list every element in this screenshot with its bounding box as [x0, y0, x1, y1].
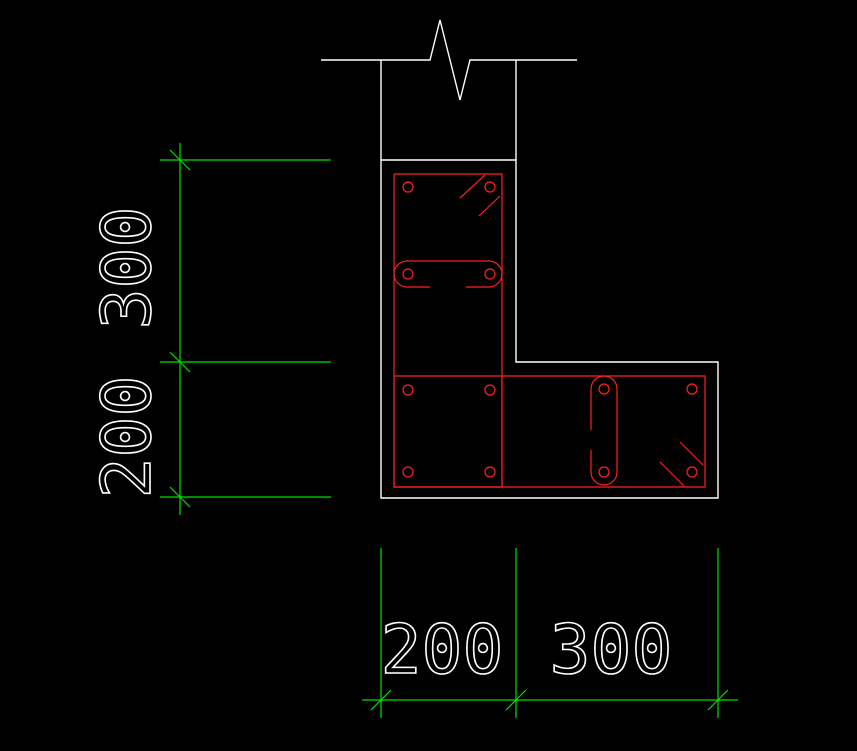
- stirrup-hook-top-2: [478, 195, 501, 217]
- stirrup-hook-bottom-2: [679, 441, 704, 466]
- dim-label-vertical-top: 300: [88, 207, 167, 330]
- rebar-dot: [484, 466, 496, 478]
- rebar-dot: [484, 268, 496, 280]
- rebar-dot: [402, 384, 414, 396]
- dimension-lines: [160, 143, 738, 718]
- column-outline: [380, 159, 719, 499]
- rebar-dot: [686, 466, 698, 478]
- rebar-dot: [402, 181, 414, 193]
- rebar-dot: [598, 466, 610, 478]
- vertical-tie: [590, 375, 618, 486]
- rebar-group: [393, 173, 706, 488]
- rebar-dot: [484, 384, 496, 396]
- dim-label-horizontal-right: 300: [550, 611, 673, 690]
- concrete-outline: [321, 19, 719, 499]
- dim-label-horizontal-left: 200: [381, 611, 504, 690]
- dim-label-vertical-bottom: 200: [88, 376, 167, 499]
- rebar-dot: [402, 466, 414, 478]
- dimension-labels: 300 200 200 300: [87, 206, 673, 691]
- tick-mark: [169, 486, 191, 508]
- tick-mark: [505, 689, 527, 711]
- horizontal-tie: [393, 260, 503, 288]
- rebar-dot: [402, 268, 414, 280]
- tick-mark: [169, 149, 191, 171]
- stirrup-hook-top-1: [459, 174, 486, 199]
- rebar-dot: [686, 383, 698, 395]
- vertical-leg-stirrup: [393, 173, 503, 488]
- tick-mark: [370, 689, 392, 711]
- tick-mark: [169, 351, 191, 373]
- break-line: [321, 19, 577, 101]
- rebar-dot: [484, 181, 496, 193]
- tick-mark: [707, 689, 729, 711]
- stirrup-hook-bottom-1: [659, 461, 685, 487]
- horizontal-leg-stirrup: [393, 375, 706, 488]
- rebar-dot: [598, 383, 610, 395]
